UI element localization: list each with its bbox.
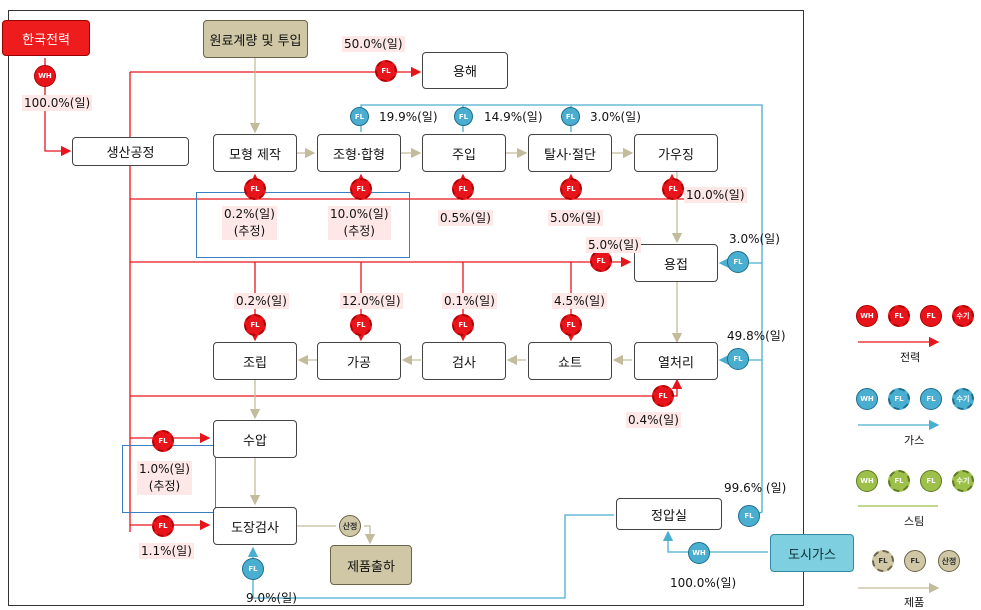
label-pattern-share: 0.2%(일): [224, 207, 275, 221]
node-shipping[interactable]: 제품출하: [330, 545, 412, 585]
label-welding-gas: 3.0%(일): [729, 232, 780, 246]
fl-meter-icon: FL: [452, 314, 474, 336]
legend-product-label: 제품: [904, 596, 925, 609]
label-assembly-share: 0.2%(일): [234, 293, 289, 309]
fl-meter-icon: FL: [652, 385, 674, 407]
label-molding-estimate-note: (추정): [343, 224, 375, 238]
fl-meter-icon: FL: [350, 178, 372, 200]
fl-meter-icon: FL: [152, 515, 174, 537]
legend-fl-icon: FL: [920, 305, 942, 327]
node-inspection[interactable]: 검사: [422, 342, 506, 380]
legend-steam-label: 스팀: [904, 515, 925, 528]
legend-fl-icon: FL: [888, 470, 910, 492]
label-hydro-estimate: 1.0%(일) (추정): [137, 461, 192, 495]
node-machining[interactable]: 가공: [317, 342, 401, 380]
legend-manual-icon: 수기: [952, 470, 974, 492]
legend-fl-icon: FL: [920, 470, 942, 492]
label-painting-share: 1.1%(일): [139, 543, 194, 559]
legend-gas-label: 가스: [904, 434, 925, 447]
label-gas-pouring: 14.9%(일): [484, 110, 543, 124]
fl-meter-icon: FL: [452, 178, 474, 200]
label-regulator-share: 99.6% (일): [724, 481, 787, 495]
node-heat-treatment[interactable]: 열처리: [634, 342, 718, 380]
label-molding-estimate: 10.0%(일) (추정): [328, 206, 391, 240]
legend-manual-icon: 수기: [952, 305, 974, 327]
label-pattern-estimate-note: (추정): [233, 224, 266, 238]
node-hydro-test[interactable]: 수압: [213, 420, 297, 458]
label-kepco-share: 100.0%(일): [22, 95, 93, 111]
wh-meter-icon: WH: [688, 542, 710, 564]
label-citygas-share: 100.0%(일): [670, 576, 737, 590]
fl-meter-icon: FL: [152, 430, 174, 452]
node-painting[interactable]: 도장검사: [213, 507, 297, 545]
estimate-highlight-molding: [196, 192, 410, 258]
legend-fl-icon: FL: [904, 550, 926, 572]
fl-meter-icon: FL: [560, 314, 582, 336]
node-assembly[interactable]: 조립: [213, 342, 297, 380]
label-hydro-share: 1.0%(일): [139, 462, 190, 476]
fl-meter-icon: FL: [350, 107, 369, 126]
node-regulator[interactable]: 정압실: [616, 498, 722, 530]
legend-lines: [858, 336, 940, 594]
legend-fl-icon: FL: [888, 388, 910, 410]
node-pouring[interactable]: 주입: [422, 134, 506, 172]
fl-meter-icon: FL: [738, 505, 760, 527]
legend-manual-icon: 수기: [952, 388, 974, 410]
fl-meter-icon: FL: [560, 178, 582, 200]
fl-meter-icon: FL: [244, 314, 266, 336]
wh-meter-icon: WH: [34, 65, 56, 87]
legend-electric-label: 전력: [900, 351, 921, 364]
label-gas-molding: 19.9%(일): [379, 110, 438, 124]
estimate-meter-icon: 산정: [339, 515, 361, 537]
fl-meter-icon: FL: [375, 60, 397, 82]
node-finishing[interactable]: 가우징: [634, 134, 718, 172]
legend-fl-icon: FL: [872, 550, 894, 572]
legend-wh-icon: WH: [856, 470, 878, 492]
label-welding-elec: 5.0%(일): [586, 237, 641, 253]
fl-meter-icon: FL: [727, 251, 749, 273]
label-shakeout-share: 5.0%(일): [548, 210, 603, 226]
node-shot[interactable]: 쇼트: [528, 342, 612, 380]
node-pattern[interactable]: 모형 제작: [213, 134, 297, 172]
fl-meter-icon: FL: [590, 250, 612, 272]
fl-meter-icon: FL: [454, 107, 473, 126]
fl-meter-icon: FL: [242, 558, 264, 580]
label-machining-share: 12.0%(일): [340, 293, 403, 309]
node-production[interactable]: 생산공정: [72, 137, 189, 166]
fl-meter-icon: FL: [244, 178, 266, 200]
legend-wh-icon: WH: [856, 305, 878, 327]
label-gas-shakeout: 3.0%(일): [590, 110, 641, 124]
legend-fl-icon: FL: [920, 388, 942, 410]
label-molding-share: 10.0%(일): [330, 207, 389, 221]
label-heat-elec: 0.4%(일): [626, 412, 681, 428]
fl-meter-icon: FL: [561, 107, 580, 126]
node-city-gas[interactable]: 도시가스: [770, 534, 854, 572]
label-shot-share: 4.5%(일): [552, 293, 607, 309]
node-kepco[interactable]: 한국전력: [2, 20, 90, 56]
label-finishing-share: 10.0%(일): [684, 187, 747, 203]
legend-wh-icon: WH: [856, 388, 878, 410]
node-melting[interactable]: 용해: [422, 52, 508, 89]
label-heat-gas: 49.8%(일): [727, 329, 786, 343]
label-pouring-share: 0.5%(일): [438, 210, 493, 226]
fl-meter-icon: FL: [662, 178, 684, 200]
diagram-frame: [8, 10, 804, 606]
fl-meter-icon: FL: [350, 314, 372, 336]
legend-estimate-icon: 산정: [938, 550, 960, 572]
label-pattern-estimate: 0.2%(일) (추정): [222, 206, 277, 240]
node-welding[interactable]: 용접: [634, 244, 718, 282]
fl-meter-icon: FL: [727, 348, 749, 370]
node-raw-input[interactable]: 원료계량 및 투입: [203, 20, 308, 58]
label-painting-gas: 9.0%(일): [246, 591, 297, 605]
node-molding[interactable]: 조형·합형: [317, 134, 401, 172]
label-inspection-share: 0.1%(일): [442, 293, 497, 309]
label-melting-share: 50.0%(일): [342, 36, 405, 52]
legend-fl-icon: FL: [888, 305, 910, 327]
label-hydro-estimate-note: (추정): [148, 479, 181, 493]
node-shakeout[interactable]: 탈사·절단: [528, 134, 612, 172]
